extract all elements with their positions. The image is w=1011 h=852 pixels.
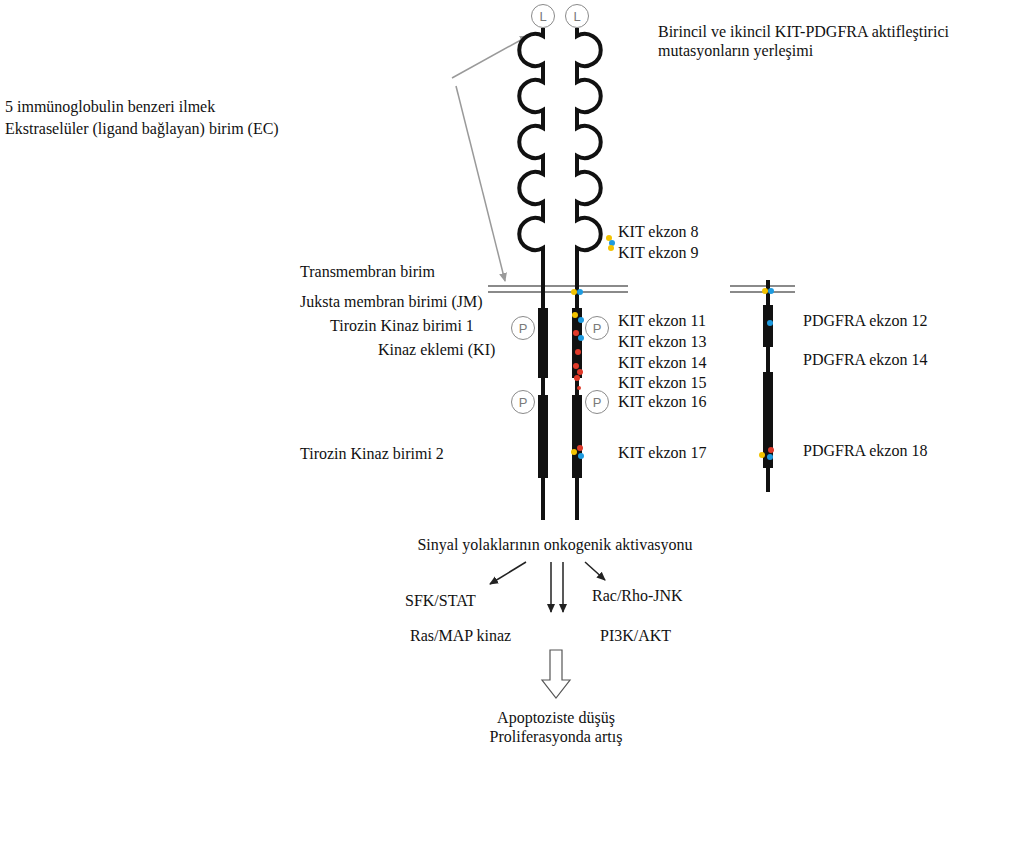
domain-letter: L (539, 10, 546, 23)
part-label: 5 immünoglobulin benzeri ilmek (5, 97, 215, 116)
leader-arrow (456, 86, 505, 281)
domain-letter: P (593, 396, 602, 409)
exon-label: KIT ekzon 15 (618, 373, 707, 392)
part-label: Juksta membran birimi (JM) (300, 292, 483, 311)
pathway-label: SFK/STAT (405, 591, 476, 610)
part-label: Ekstraselüler (ligand bağlayan) birim (E… (5, 119, 279, 138)
domain-circle: P (585, 316, 609, 340)
exon-label: KIT ekzon 13 (618, 332, 707, 351)
outcome-label: Apoptoziste düşüş Proliferasyonda artış (476, 708, 636, 746)
domain-circle: P (511, 316, 535, 340)
exon-label: KIT ekzon 11 (618, 311, 706, 330)
exon-label: KIT ekzon 14 (618, 353, 707, 372)
part-label: Transmembran birim (300, 262, 435, 281)
kinase-domain (538, 305, 773, 478)
signal-arrow (490, 562, 605, 612)
part-label: Tirozin Kinaz birimi 2 (300, 444, 444, 463)
cell-membrane (488, 286, 795, 292)
exon-label: PDGFRA ekzon 14 (803, 350, 927, 369)
result-arrow (542, 650, 570, 698)
pathway-label: PI3K/AKT (600, 626, 671, 645)
pathway-label: Ras/MAP kinaz (410, 626, 511, 645)
mutation-dot (571, 235, 774, 460)
domain-letter: P (519, 396, 528, 409)
domain-letter: P (593, 322, 602, 335)
domain-letter: L (573, 10, 580, 23)
receptor-chain (577, 28, 601, 520)
part-label: Kinaz eklemi (KI) (378, 340, 495, 359)
domain-circle: L (565, 4, 589, 28)
domain-circle: P (511, 390, 535, 414)
note-label: Birincil ve ikincil KIT-PDGFRA aktifleşt… (658, 22, 968, 60)
exon-label: KIT ekzon 8 (618, 222, 699, 241)
domain-circle: P (585, 390, 609, 414)
exon-label: KIT ekzon 16 (618, 392, 707, 411)
domain-circle: L (531, 4, 555, 28)
leader-arrow (452, 36, 528, 78)
exon-label: PDGFRA ekzon 12 (803, 311, 927, 330)
part-label: Tirozin Kinaz birimi 1 (330, 316, 474, 335)
domain-letter: P (519, 322, 528, 335)
exon-label: PDGFRA ekzon 18 (803, 441, 927, 460)
pathway-label: Rac/Rho-JNK (592, 586, 683, 605)
process-label: Sinyal yolaklarının onkogenik aktivasyon… (417, 535, 692, 554)
exon-label: KIT ekzon 9 (618, 243, 699, 262)
exon-label: KIT ekzon 17 (618, 443, 707, 462)
